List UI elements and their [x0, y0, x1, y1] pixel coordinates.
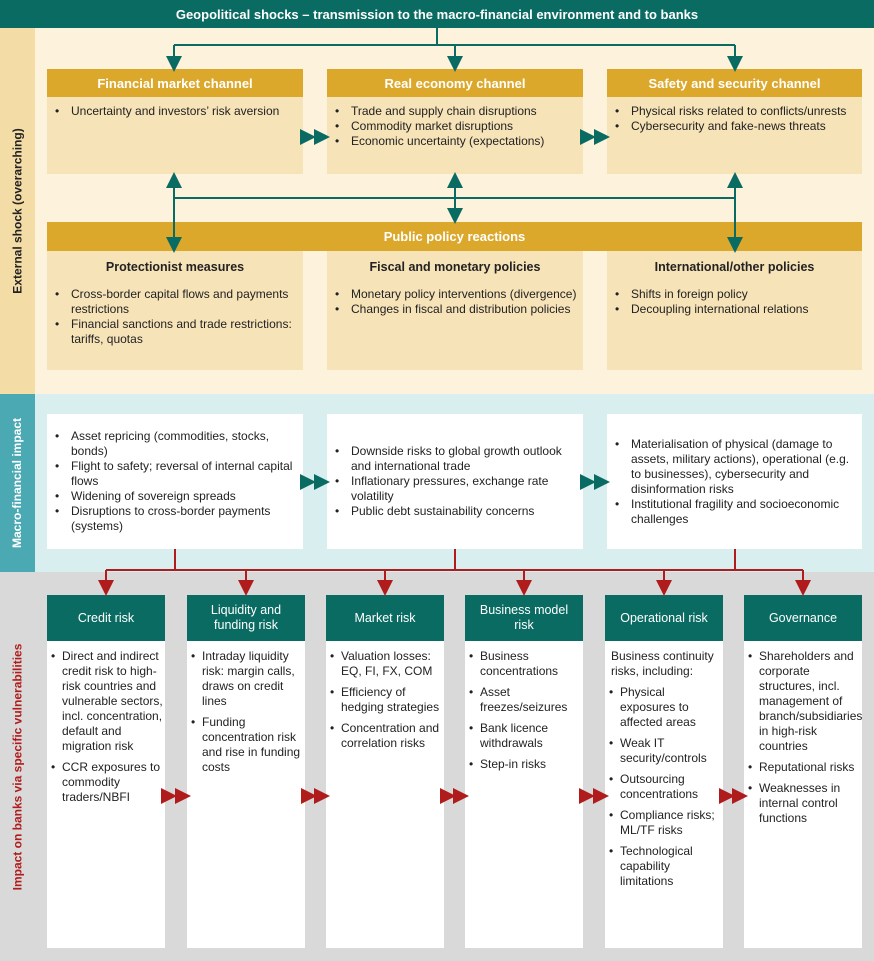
bank-impact-label: Impact on banks via specific vulnerabili…: [0, 572, 35, 961]
real-economy-channel: Real economy channel Trade and supply ch…: [327, 69, 583, 174]
governance-column: Governance Shareholders and corporate st…: [744, 595, 862, 948]
list-item: Inflationary pressures, exchange rate vo…: [327, 474, 583, 504]
list-item: Cybersecurity and fake-news threats: [607, 119, 862, 134]
list-item: Outsourcing concentrations: [605, 772, 723, 802]
list-item: Disruptions to cross-border payments (sy…: [47, 504, 303, 534]
list-item: Changes in fiscal and distribution polic…: [327, 302, 583, 317]
risk-title: Credit risk: [47, 595, 165, 641]
risk-title: Business model risk: [465, 595, 583, 641]
list-item: Physical risks related to conflicts/unre…: [607, 104, 862, 119]
list-item: Decoupling international relations: [607, 302, 862, 317]
list-item: Weaknesses in internal control functions: [744, 781, 862, 826]
list-item: Materialisation of physical (damage to a…: [607, 437, 862, 497]
list-item: Public debt sustainability concerns: [327, 504, 583, 519]
list-item: Uncertainty and investors’ risk aversion: [47, 104, 303, 119]
list-item: Valuation losses: EQ, FI, FX, COM: [326, 649, 444, 679]
liquidity-risk-column: Liquidity and funding risk Intraday liqu…: [187, 595, 305, 948]
list-item: Concentration and correlation risks: [326, 721, 444, 751]
channel-title: Real economy channel: [327, 69, 583, 97]
external-shock-label: External shock (overarching): [0, 28, 35, 394]
operational-risk-column: Operational risk Business continuity ris…: [605, 595, 723, 948]
protectionist-measures-box: Protectionist measures Cross-border capi…: [47, 251, 303, 370]
risk-title: Liquidity and funding risk: [187, 595, 305, 641]
financial-market-channel: Financial market channel Uncertainty and…: [47, 69, 303, 174]
list-item: Commodity market disruptions: [327, 119, 583, 134]
list-item: Trade and supply chain disruptions: [327, 104, 583, 119]
list-item: Weak IT security/controls: [605, 736, 723, 766]
risk-title: Operational risk: [605, 595, 723, 641]
list-item: Efficiency of hedging strategies: [326, 685, 444, 715]
list-item: Compliance risks; ML/TF risks: [605, 808, 723, 838]
list-item: Business concentrations: [465, 649, 583, 679]
list-item: Economic uncertainty (expectations): [327, 134, 583, 149]
list-item: Cross-border capital flows and payments …: [47, 287, 303, 317]
market-risk-column: Market risk Valuation losses: EQ, FI, FX…: [326, 595, 444, 948]
credit-risk-column: Credit risk Direct and indirect credit r…: [47, 595, 165, 948]
risk-title: Market risk: [326, 595, 444, 641]
list-item: Step-in risks: [465, 757, 583, 772]
macro-financial-market-box: Asset repricing (commodities, stocks, bo…: [47, 414, 303, 549]
title-bar: Geopolitical shocks – transmission to th…: [0, 0, 874, 28]
macro-impact-label: Macro-financial impact: [0, 394, 35, 572]
safety-security-channel: Safety and security channel Physical ris…: [607, 69, 862, 174]
macro-real-economy-box: Downside risks to global growth outlook …: [327, 414, 583, 549]
list-item: Direct and indirect credit risk to high-…: [47, 649, 165, 754]
list-item: Asset freezes/seizures: [465, 685, 583, 715]
risk-intro: Business continuity risks, including:: [611, 649, 714, 678]
business-model-risk-column: Business model risk Business concentrati…: [465, 595, 583, 948]
macro-safety-box: Materialisation of physical (damage to a…: [607, 414, 862, 549]
list-item: Flight to safety; reversal of internal c…: [47, 459, 303, 489]
list-item: CCR exposures to commodity traders/NBFI: [47, 760, 165, 805]
list-item: Shifts in foreign policy: [607, 287, 862, 302]
channel-title: Financial market channel: [47, 69, 303, 97]
list-item: Reputational risks: [744, 760, 862, 775]
list-item: Physical exposures to affected areas: [605, 685, 723, 730]
list-item: Funding concentration risk and rise in f…: [187, 715, 305, 775]
diagram-title: Geopolitical shocks – transmission to th…: [175, 6, 699, 22]
policy-title: Public policy reactions: [47, 222, 862, 251]
list-item: Monetary policy interventions (divergenc…: [327, 287, 583, 302]
list-item: Widening of sovereign spreads: [47, 489, 303, 504]
list-item: Financial sanctions and trade restrictio…: [47, 317, 303, 347]
fiscal-monetary-box: Fiscal and monetary policies Monetary po…: [327, 251, 583, 370]
channel-title: Safety and security channel: [607, 69, 862, 97]
risk-title: Governance: [744, 595, 862, 641]
international-policies-box: International/other policies Shifts in f…: [607, 251, 862, 370]
policy-subtitle: Fiscal and monetary policies: [369, 260, 541, 274]
list-item: Bank licence withdrawals: [465, 721, 583, 751]
policy-subtitle: International/other policies: [654, 260, 815, 274]
list-item: Institutional fragility and socioeconomi…: [607, 497, 862, 527]
policy-subtitle: Protectionist measures: [105, 260, 245, 274]
list-item: Technological capability limitations: [605, 844, 723, 889]
list-item: Asset repricing (commodities, stocks, bo…: [47, 429, 303, 459]
list-item: Downside risks to global growth outlook …: [327, 444, 583, 474]
list-item: Intraday liquidity risk: margin calls, d…: [187, 649, 305, 709]
list-item: Shareholders and corporate structures, i…: [744, 649, 862, 754]
